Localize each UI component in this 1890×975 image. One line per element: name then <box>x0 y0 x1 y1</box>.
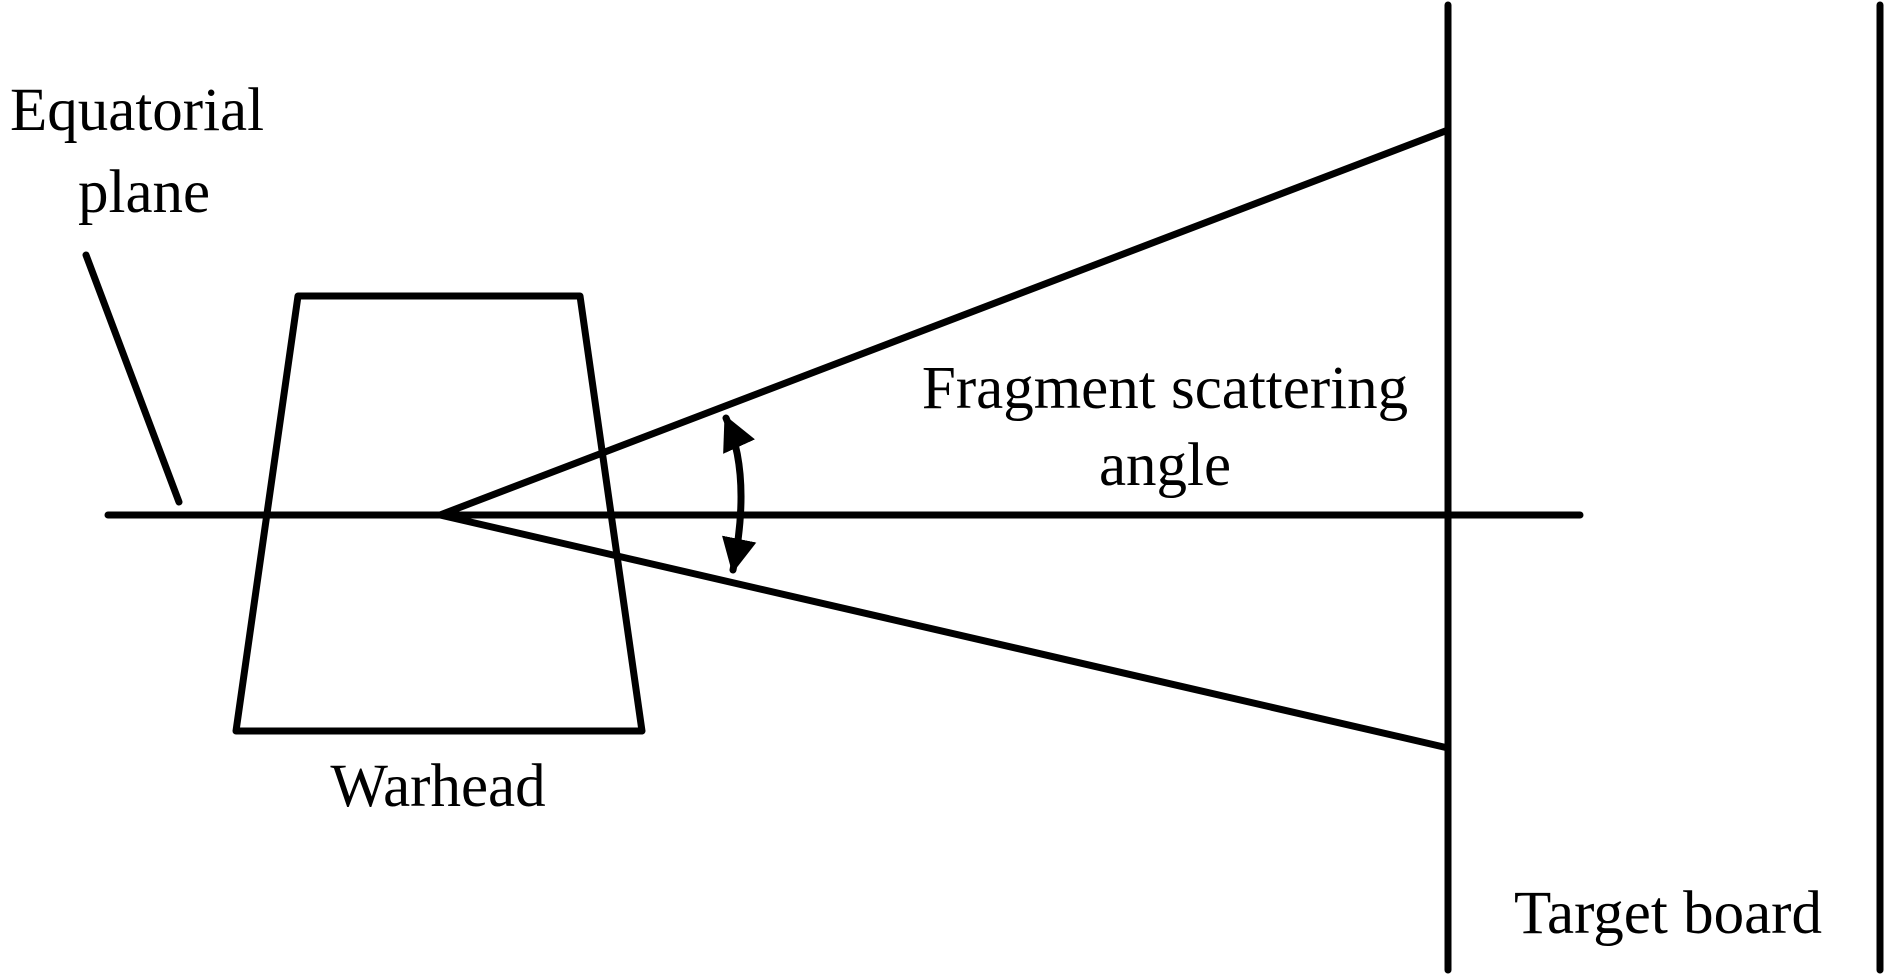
equatorial-plane-label-line2: plane <box>78 159 210 226</box>
scattering-angle-label-line1: Fragment scattering <box>922 355 1408 422</box>
target-board-label: Target board <box>1514 880 1822 947</box>
equatorial-plane-label-line1: Equatorial <box>10 77 264 144</box>
warhead-shape <box>232 292 646 735</box>
equatorial-plane-leader <box>82 251 183 506</box>
scattering-angle-label-line2: angle <box>1099 432 1231 499</box>
fragment-lower-edge <box>436 511 1452 752</box>
warhead-label: Warhead <box>330 753 545 820</box>
scattering-angle-arrow <box>722 414 757 574</box>
fragment-upper-edge <box>436 126 1452 519</box>
